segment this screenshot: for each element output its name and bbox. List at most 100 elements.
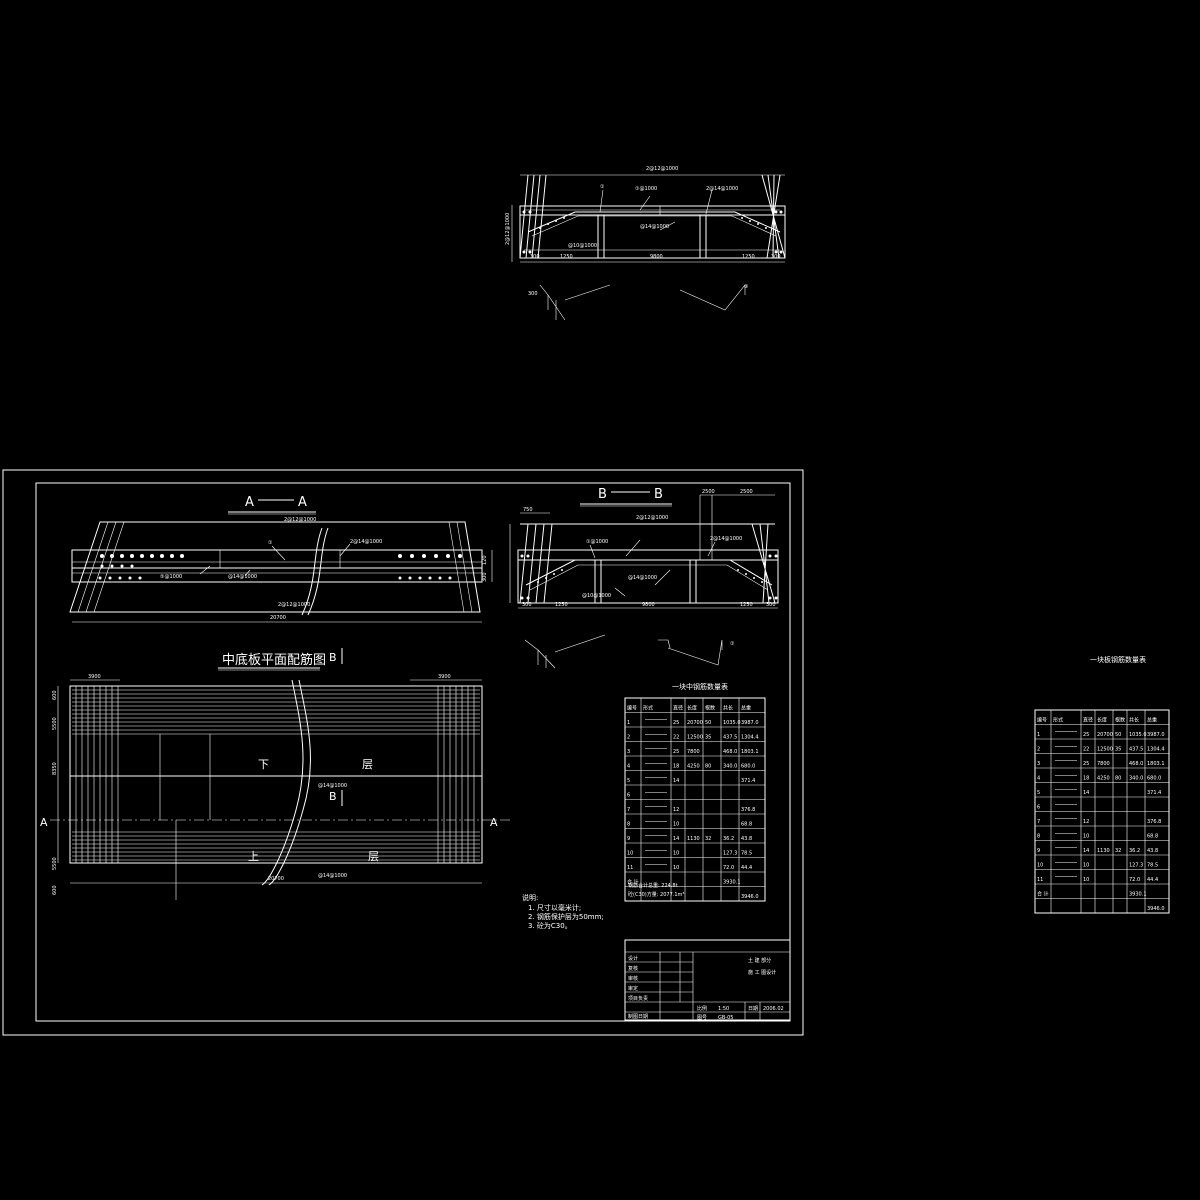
table-cell: 376.8	[741, 807, 755, 813]
table-cell: 78.5	[1147, 863, 1158, 869]
table-cell: 6	[627, 793, 630, 799]
plan-left-dim-1: 5500	[52, 717, 58, 730]
table-cell: 3987.0	[1147, 732, 1165, 738]
tb-project-2: 施 工 图设计	[748, 969, 776, 976]
table-total-cell: 3930.1	[1129, 892, 1147, 898]
table-cell: 14	[1083, 848, 1089, 854]
table-cell: 25	[673, 749, 679, 755]
table-cell: 18	[1083, 776, 1089, 782]
table-cell: 4250	[687, 764, 700, 770]
bb-dim-b2: 9800	[642, 602, 655, 608]
table-cell: 10	[1083, 863, 1089, 869]
sheet-inner-frame	[35, 482, 791, 1022]
plan-left-dim-2: 8350	[52, 762, 58, 775]
lower-layer-2: 层	[362, 758, 373, 771]
table-cell: 10	[1083, 877, 1089, 883]
table-cell: 14	[673, 836, 679, 842]
table-header-cell: 根数	[1115, 717, 1125, 724]
bb-mid2: 2@14@1000	[710, 536, 742, 542]
table-cell: 9	[1037, 848, 1040, 854]
tb-project-1: 土 建 部分	[748, 957, 771, 964]
bb-dim-b0: 300	[522, 602, 532, 608]
table-cell: 1	[627, 720, 630, 726]
section-aa-right: A	[298, 495, 307, 510]
tb-row-1: 复核	[628, 965, 638, 972]
table-cell: 35	[1115, 747, 1121, 753]
table-cell: 4	[627, 764, 630, 770]
rebar-label-e: @10@1000	[568, 243, 597, 249]
table-cell: 68.8	[741, 822, 752, 828]
table-cell: 78.5	[741, 851, 752, 857]
table-cell: 127.3	[1129, 863, 1143, 869]
table-cell: 680.0	[1147, 776, 1161, 782]
table-cell: 44.4	[741, 865, 752, 871]
bb-dim-b1: 1250	[555, 602, 568, 608]
table-header-cell: 长度	[687, 705, 697, 712]
table-cell: 10	[673, 865, 679, 871]
lower-layer-1: 下	[258, 758, 269, 771]
plan-left-dim-0: 600	[52, 690, 58, 700]
bb-top-label: 2@12@1000	[636, 515, 668, 521]
table-total-cell: 3930.1	[723, 880, 741, 886]
table-total-cell: 3946.0	[1147, 906, 1165, 912]
table-cell: 340.0	[723, 764, 737, 770]
table-header-cell: 根数	[705, 705, 715, 712]
aa-dim-bottom: 20700	[270, 615, 286, 621]
table-total-cell: 3946.0	[741, 894, 759, 900]
table-cell: 4	[1037, 776, 1040, 782]
table-cell: 80	[705, 764, 711, 770]
plan-b-top: B	[329, 651, 337, 664]
table-header-cell: 共长	[723, 705, 733, 712]
table-cell: 5	[1037, 790, 1040, 796]
table-header-cell: 形式	[643, 705, 653, 712]
table-header-cell: 直径	[673, 705, 683, 712]
table-header-cell: 编号	[1037, 717, 1047, 724]
table-cell: 12500	[1097, 747, 1113, 753]
table-cell: 72.0	[1129, 877, 1140, 883]
plan-dim-top-0: 3900	[88, 674, 101, 680]
table-cell: 7800	[687, 749, 700, 755]
tb-date: 2006.02	[763, 1006, 784, 1012]
section-bb-left: B	[598, 487, 607, 502]
table-main-foot-1: 钢筋合计总重: 224.8t	[628, 882, 678, 889]
sheet-outer-frame	[2, 469, 804, 1036]
dim-bm1: 1250	[560, 254, 573, 260]
tb-scale-label: 比例	[697, 1005, 707, 1012]
table-total-label: 合 计	[627, 879, 639, 886]
bb-bottom2: @14@1000	[628, 575, 657, 581]
table-cell: 50	[1115, 732, 1121, 738]
table-cell: 20700	[1097, 732, 1113, 738]
notes-heading: 说明:	[522, 893, 538, 902]
table-cell: 68.8	[1147, 834, 1158, 840]
tb-no: GB-05	[718, 1015, 733, 1021]
table-cell: 10	[627, 851, 633, 857]
table-cell: 11	[627, 865, 633, 871]
top-dim-label: 2@12@1000	[646, 166, 678, 172]
note-1: 1. 尺寸以毫米计;	[528, 903, 581, 912]
table-cell: 1803.1	[1147, 761, 1165, 767]
plan-a-right: A	[490, 816, 498, 829]
table-cell: 43.8	[741, 836, 752, 842]
dim-bm3: 1250	[742, 254, 755, 260]
note-3: 3. 砼为C30。	[528, 921, 572, 930]
table-cell: 36.2	[1129, 848, 1140, 854]
table-cell: 1	[1037, 732, 1040, 738]
plan-a-left: A	[40, 816, 48, 829]
plan-title: 中底板平面配筋图	[222, 652, 326, 668]
table-cell: 1130	[1097, 848, 1110, 854]
table-cell: 44.4	[1147, 877, 1158, 883]
table-cell: 1035.0	[723, 720, 741, 726]
table-cell: 72.0	[723, 865, 734, 871]
table-cell: 371.4	[1147, 790, 1161, 796]
table-header-cell: 总重	[741, 705, 751, 712]
table-cell: 3987.0	[741, 720, 759, 726]
plan-dim-top-1: 3900	[438, 674, 451, 680]
upper-layer-1: 上	[248, 850, 259, 863]
aa-mid3: ⑤@1000	[160, 574, 182, 580]
table-cell: 25	[1083, 732, 1089, 738]
aa-dim-right-top: 120	[482, 555, 488, 565]
table-cell: 2	[627, 735, 630, 741]
table-cell: 3	[627, 749, 630, 755]
table-cell: 5	[627, 778, 630, 784]
aa-bottom: 2@12@1000	[278, 602, 310, 608]
